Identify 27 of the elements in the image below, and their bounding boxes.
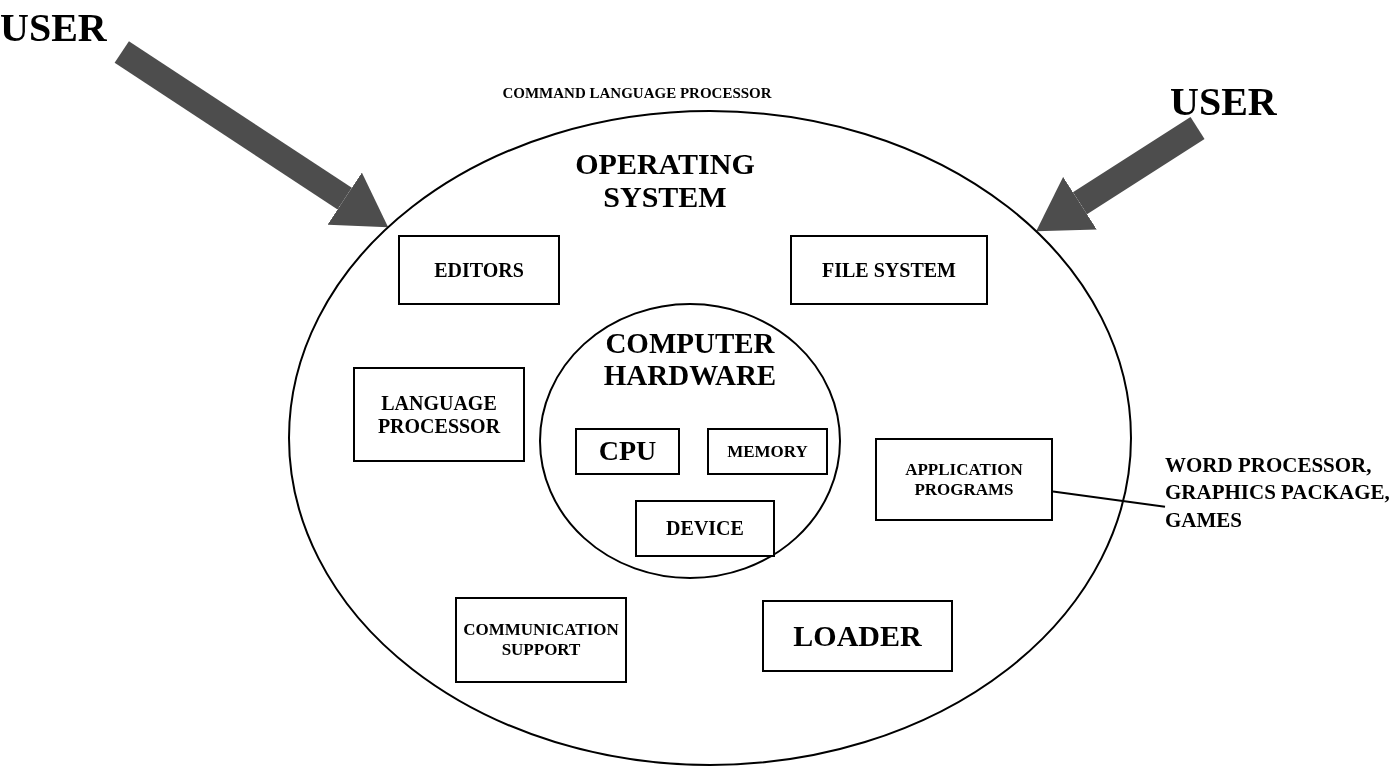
box-label: CPU [598, 435, 657, 468]
component-box [398, 235, 560, 305]
component-box [790, 235, 988, 305]
block-arrow [1036, 117, 1205, 232]
box-label: LOADER [793, 618, 922, 654]
component-box [762, 600, 953, 672]
component-box [575, 428, 680, 475]
layer-heading: COMPUTER HARDWARE [602, 328, 778, 392]
layer-title: OPERATING SYSTEM [574, 147, 756, 213]
component-box [353, 367, 525, 462]
box-label: DEVICE [666, 517, 744, 540]
box-label: MEMORY [727, 441, 808, 462]
box-label: LANGUAGE PROCESSOR [376, 391, 502, 438]
user-label: USER [0, 4, 108, 52]
user-label: USER [1170, 78, 1278, 126]
box-label: COMMUNICATION SUPPORT [462, 620, 620, 660]
note-text: WORD PROCESSOR, GRAPHICS PACKAGE, GAMES [1165, 452, 1390, 534]
leader-line [1052, 490, 1166, 508]
box-label: EDITORS [434, 258, 524, 282]
box-label: FILE SYSTEM [822, 258, 956, 282]
component-box [635, 500, 775, 557]
component-box [707, 428, 828, 475]
block-arrow [114, 41, 389, 228]
box-label: APPLICATION PROGRAMS [904, 459, 1024, 500]
component-box [455, 597, 627, 683]
component-box [875, 438, 1053, 521]
layer-heading: COMMAND LANGUAGE PROCESSOR [501, 85, 773, 102]
